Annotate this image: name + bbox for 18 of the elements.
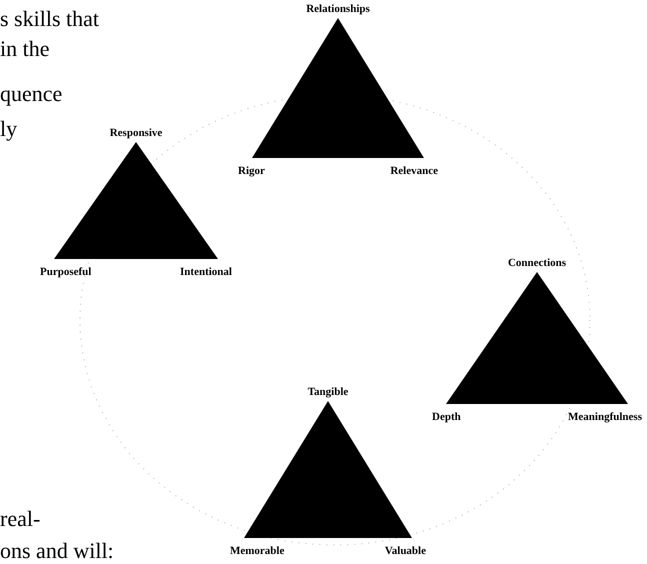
- vertex-label: Rigor: [238, 166, 265, 177]
- vertex-label: Relationships: [306, 4, 370, 15]
- vertex-label: Meaningfulness: [568, 412, 642, 423]
- vertex-label: Memorable: [230, 546, 284, 557]
- vertex-label: Connections: [508, 258, 566, 269]
- vertex-label: Intentional: [180, 267, 232, 278]
- vertex-label: Valuable: [384, 546, 426, 557]
- vertex-label: Tangible: [308, 387, 348, 398]
- text-fragment: real-: [0, 508, 40, 530]
- text-fragment: ons and will:: [0, 540, 114, 562]
- vertex-label: Responsive: [110, 128, 162, 139]
- text-fragment: quence: [0, 83, 62, 105]
- vertex-label: Purposeful: [40, 267, 92, 278]
- text-fragment: in the: [0, 38, 50, 60]
- text-fragment: ly: [0, 118, 18, 140]
- vertex-label: Relevance: [390, 166, 438, 177]
- text-fragment: s skills that: [0, 8, 100, 30]
- vertex-label: Depth: [432, 412, 461, 423]
